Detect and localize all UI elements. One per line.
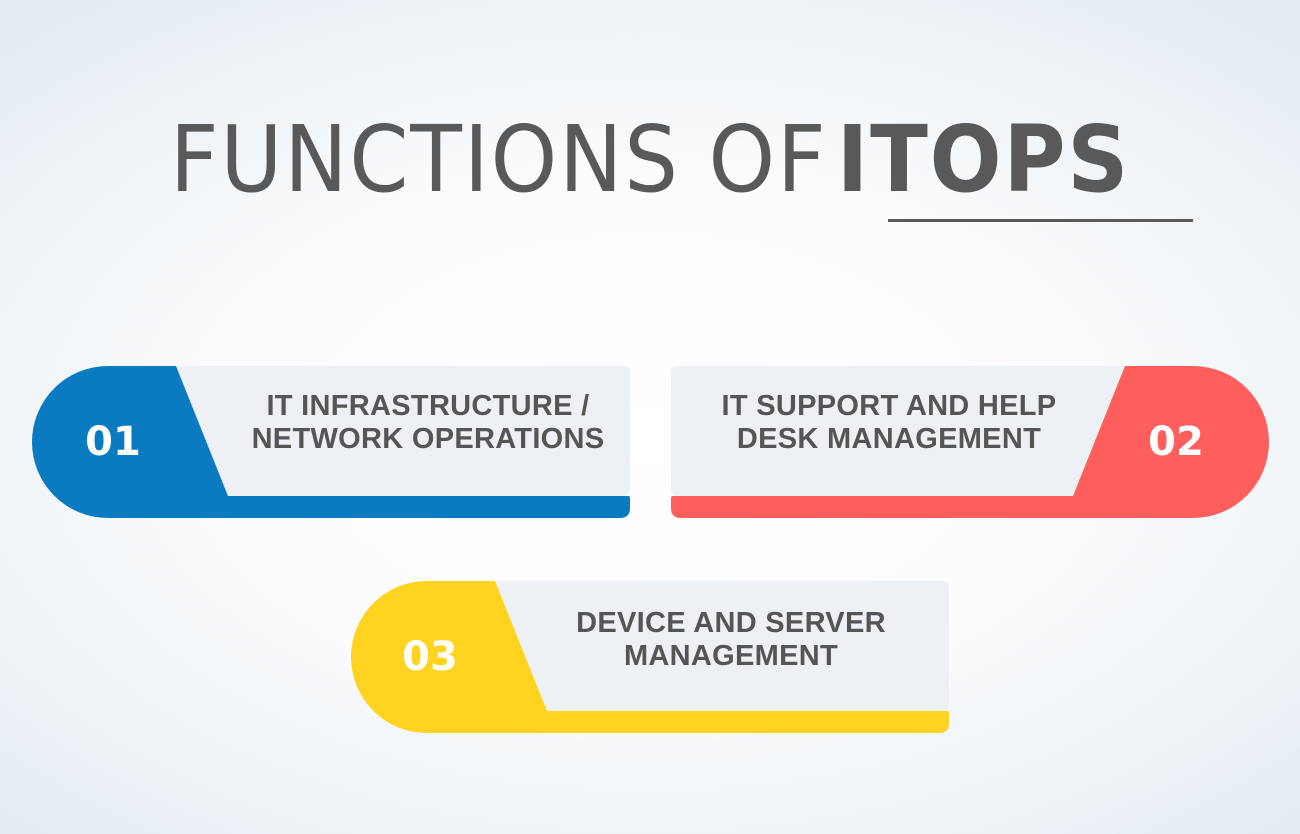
card-02-label-line1: IT SUPPORT AND HELP (721, 390, 1057, 422)
card-01-text-panel (176, 366, 630, 496)
card-02-number: 02 (1148, 419, 1204, 465)
card-02-label-line2: DESK MANAGEMENT (736, 423, 1042, 455)
card-02-label: IT SUPPORT AND HELP DESK MANAGEMENT (683, 390, 1095, 456)
function-card-02: 02 IT SUPPORT AND HELP DESK MANAGEMENT (671, 366, 1269, 518)
title-prefix: FUNCTIONS OF (169, 106, 828, 213)
card-03-number: 03 (402, 634, 458, 680)
card-02-text-panel (671, 366, 1125, 496)
card-01-shape (32, 366, 630, 518)
card-03-label: DEVICE AND SERVER MANAGEMENT (539, 607, 923, 673)
card-01-number: 01 (85, 419, 141, 465)
card-01-label-line2: NETWORK OPERATIONS (251, 423, 605, 455)
function-card-03: 03 DEVICE AND SERVER MANAGEMENT (351, 581, 949, 733)
card-03-text-panel (495, 581, 949, 711)
card-01-label-line1: IT INFRASTRUCTURE / (266, 390, 590, 422)
card-01-label: IT INFRASTRUCTURE / NETWORK OPERATIONS (232, 390, 624, 456)
card-03-shape (351, 581, 949, 733)
function-card-01: 01 IT INFRASTRUCTURE / NETWORK OPERATION… (32, 366, 630, 518)
card-03-color-band (351, 581, 949, 733)
card-01-color-band (32, 366, 630, 518)
card-02-shape (671, 366, 1269, 518)
card-03-label-line2: MANAGEMENT (623, 640, 839, 672)
title-emphasis: ITOPS (836, 106, 1131, 213)
card-03-label-line1: DEVICE AND SERVER (576, 607, 886, 639)
title-underline (888, 219, 1193, 222)
card-02-color-band (671, 366, 1269, 518)
